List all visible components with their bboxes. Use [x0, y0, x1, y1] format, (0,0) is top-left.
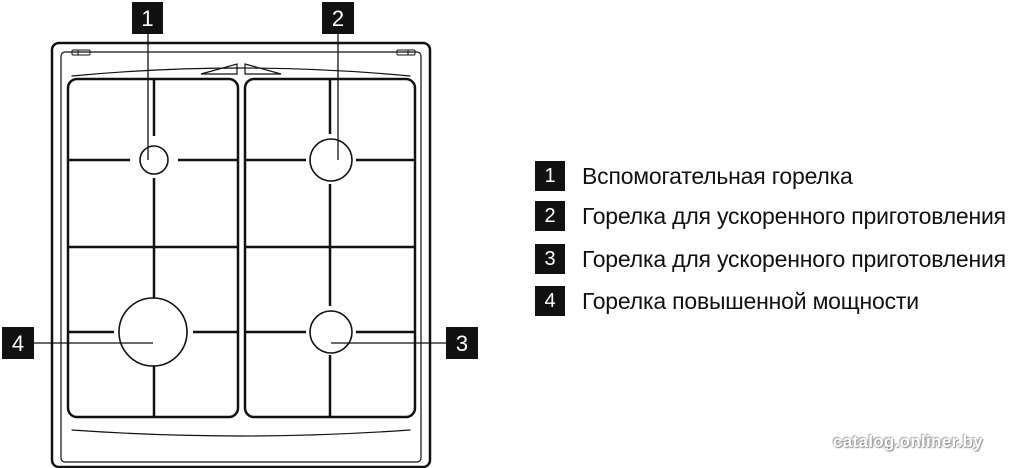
- burner-1-auxiliary: [139, 145, 169, 175]
- svg-text:3: 3: [456, 331, 468, 356]
- callout-3: 3: [446, 327, 478, 359]
- hob-top-rim: [71, 67, 411, 77]
- legend-item-1: 1 Вспомогательная горелка: [535, 161, 853, 191]
- burner-4-high-power: [118, 297, 188, 367]
- legend-label-2: Горелка для ускоренного приготовления: [582, 202, 1006, 229]
- leader-lines: [34, 34, 446, 344]
- legend-label-4: Горелка повышенной мощности: [582, 287, 919, 314]
- legend-item-2: 2 Горелка для ускоренного приготовления: [535, 201, 1006, 231]
- hob-body: [50, 41, 432, 468]
- burner-2-rapid: [309, 138, 353, 182]
- legend-badge-3: 3: [535, 244, 565, 274]
- legend-badge-2: 2: [535, 201, 565, 231]
- watermark: catalog.onliner.by: [833, 432, 983, 451]
- callout-2: 2: [322, 2, 354, 34]
- callout-1: 1: [132, 2, 163, 34]
- legend-badge-1: 1: [535, 161, 565, 191]
- grate-right: [243, 77, 417, 419]
- legend-label-1: Вспомогательная горелка: [582, 162, 853, 189]
- burner-3-rapid: [309, 310, 353, 354]
- vent-left-icon: [200, 63, 238, 75]
- legend-badge-4: 4: [535, 286, 565, 316]
- hinge-icon-right: [396, 49, 416, 56]
- legend-item-4: 4 Горелка повышенной мощности: [535, 286, 919, 316]
- hinge-icon-left: [71, 49, 91, 56]
- grate-left: [66, 77, 240, 419]
- hob-bottom-rim: [71, 429, 411, 437]
- legend-label-3: Горелка для ускоренного приготовления: [582, 245, 1006, 272]
- svg-text:4: 4: [12, 331, 24, 356]
- hob-outer-frame: [50, 41, 432, 468]
- vent-right-icon: [244, 63, 282, 75]
- svg-text:1: 1: [141, 6, 153, 31]
- hob-inner-frame: [60, 51, 422, 463]
- callout-4: 4: [2, 327, 34, 359]
- legend-item-3: 3 Горелка для ускоренного приготовления: [535, 244, 1006, 274]
- svg-text:2: 2: [332, 6, 344, 31]
